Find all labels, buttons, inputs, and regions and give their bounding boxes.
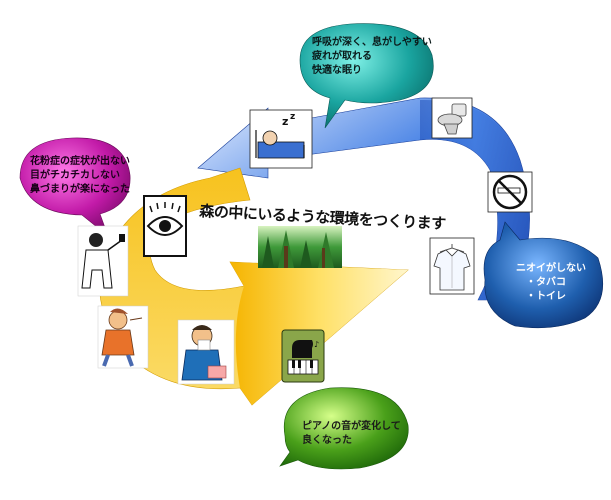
sneezing-person-icon <box>97 305 149 369</box>
piano-icon: ♪ <box>281 329 325 383</box>
allergy-line-2: 目がチカチカしない <box>30 170 120 181</box>
toilet-icon <box>431 97 473 139</box>
hanging-shirt-icon <box>429 237 475 295</box>
svg-text:z: z <box>282 115 288 128</box>
allergy-line-3: 鼻づまりが楽になった <box>30 184 130 195</box>
nose-blowing-person-icon <box>177 319 235 385</box>
no-smoking-icon <box>487 171 533 213</box>
odor-benefit-bubble <box>483 221 604 329</box>
svg-text:z: z <box>290 112 295 122</box>
sleep-benefit-bubble <box>299 23 434 129</box>
odor-bubble-text: ニオイがしない ・タバコ ・トイレ <box>516 262 586 304</box>
allergy-line-1: 花粉症の症状が出ない <box>30 156 130 167</box>
sleep-line-1: 呼吸が深く、息がしやすい <box>312 37 432 48</box>
sleep-line-2: 疲れが取れる <box>312 51 372 62</box>
svg-text:♪: ♪ <box>314 340 319 349</box>
sleep-line-3: 快適な眠り <box>312 65 362 76</box>
piano-line-2: 良くなった <box>302 435 352 446</box>
odor-line-1: ニオイがしない <box>516 263 586 274</box>
doctor-icon <box>77 225 129 297</box>
sleeping-person-icon: z z <box>249 109 313 169</box>
eye-icon <box>143 195 187 257</box>
piano-benefit-bubble <box>279 387 409 470</box>
odor-line-2: ・タバコ <box>526 277 566 288</box>
forest-photo-icon <box>258 226 342 268</box>
sleep-bubble-text: 呼吸が深く、息がしやすい 疲れが取れる 快適な眠り <box>312 36 432 78</box>
allergy-benefit-bubble <box>19 137 131 237</box>
allergy-bubble-text: 花粉症の症状が出ない 目がチカチカしない 鼻づまりが楽になった <box>30 155 130 197</box>
odor-line-3: ・トイレ <box>526 291 566 302</box>
piano-bubble-text: ピアノの音が変化して 良くなった <box>302 420 401 448</box>
piano-line-1: ピアノの音が変化して <box>302 421 401 432</box>
